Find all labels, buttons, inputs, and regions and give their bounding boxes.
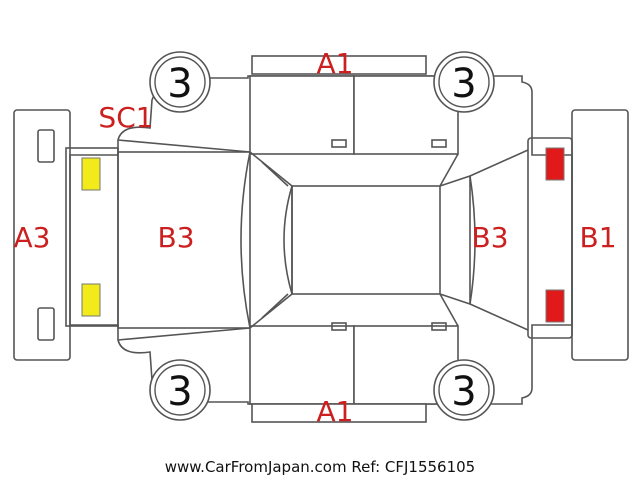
- code-rear-bumper: B1: [579, 221, 616, 254]
- wheel-front-left-damage: 3: [167, 61, 192, 107]
- code-front-bumper: A3: [14, 221, 51, 254]
- wheel-rear-left-damage: 3: [451, 61, 476, 107]
- code-hood: B3: [157, 221, 194, 254]
- wheel-rear-right: 3: [433, 359, 495, 421]
- taillight-upper: [545, 147, 565, 181]
- code-front-corner: SC1: [98, 101, 153, 134]
- wheel-rear-left: 3: [433, 51, 495, 113]
- footer-reference: www.CarFromJapan.com Ref: CFJ1556105: [165, 458, 475, 476]
- top-roof-strip: [251, 55, 427, 75]
- wheel-front-left: 3: [149, 51, 211, 113]
- code-rear-roof: A1: [317, 395, 354, 428]
- wheel-front-right-damage: 3: [167, 369, 192, 415]
- wheel-front-right: 3: [149, 359, 211, 421]
- code-trunk: B3: [471, 221, 508, 254]
- headlight-upper: [81, 157, 101, 191]
- taillight-lower: [545, 289, 565, 323]
- headlight-lower: [81, 283, 101, 317]
- code-front-roof: A1: [317, 47, 354, 80]
- bottom-roof-strip: [251, 403, 427, 423]
- car-body: [65, 75, 573, 405]
- wheel-rear-right-damage: 3: [451, 369, 476, 415]
